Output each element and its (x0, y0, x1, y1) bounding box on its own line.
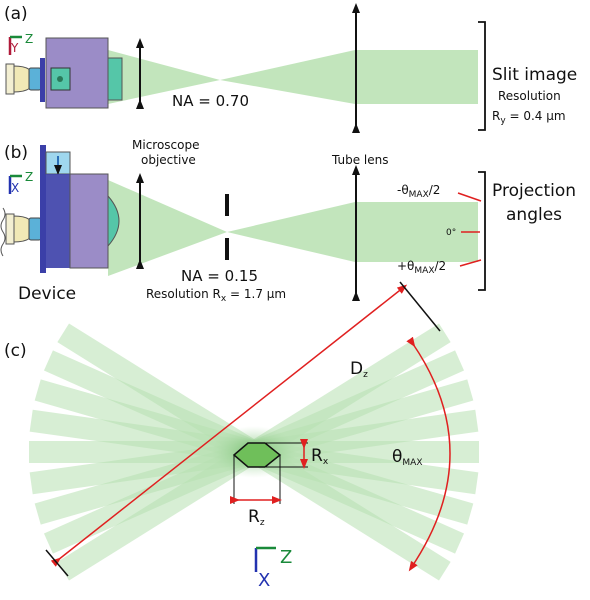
panel-b-label: (b) (4, 143, 28, 163)
resolution-rx-label: Resolution Rx = 1.7 µm (146, 287, 286, 304)
axis-z-label: Z (25, 32, 33, 46)
device-a (5, 58, 45, 102)
angle-plus-label: +θMAX/2 (397, 259, 446, 276)
axis-z-label-b: Z (25, 170, 33, 184)
resolution-ry-symbol: R (492, 109, 500, 123)
objective-housing-b (45, 151, 120, 269)
rz-symbol: R (248, 507, 260, 527)
na-label-b: NA = 0.15 (181, 267, 258, 285)
panel-b: (b) X Z -θMAX/2 (0, 143, 576, 304)
objective-label-line2: objective (141, 153, 196, 167)
resolution-ry-subscript: y (500, 116, 506, 126)
dz-symbol: D (350, 359, 363, 379)
angle-tick-minus (457, 192, 482, 202)
axis-x-label-b: X (11, 181, 19, 195)
image-bracket-b (478, 171, 486, 291)
angle-zero-label: 0° (446, 228, 456, 238)
angle-plus-suffix: /2 (435, 259, 447, 273)
dz-label: Dz (350, 359, 368, 380)
rx-label: Rx (311, 446, 329, 467)
rx-subscript: x (323, 457, 329, 467)
image-bracket-a (478, 21, 486, 131)
tube-lens-label: Tube lens (331, 153, 389, 167)
objective-housing-a (45, 37, 123, 109)
angle-minus-sub: MAX (409, 190, 429, 200)
beam-a (108, 50, 478, 104)
angle-plus-sub: MAX (414, 266, 434, 276)
device-label: Device (18, 284, 76, 304)
panel-a: (a) Y Z NA = 0.70 Microscope (4, 3, 577, 167)
axis-z-label-c: Z (280, 547, 292, 568)
resolution-ry-label: Ry = 0.4 µm (492, 109, 566, 126)
panel-a-label: (a) (4, 4, 28, 24)
theta-max-arc (406, 336, 451, 572)
objective-label-line1: Microscope (132, 138, 200, 152)
angle-minus-label: -θMAX/2 (397, 183, 440, 200)
rz-label: Rz (248, 507, 265, 528)
na-label-a: NA = 0.70 (172, 92, 249, 110)
angle-minus-suffix: /2 (429, 183, 441, 197)
projection-title-line1: Projection (492, 181, 576, 201)
angle-minus-prefix: -θ (397, 183, 409, 197)
angle-tick-plus (459, 259, 482, 267)
beam-b (108, 180, 478, 276)
angle-plus-prefix: +θ (397, 259, 414, 273)
slit-image-title: Slit image (492, 65, 577, 85)
projection-title-line2: angles (506, 205, 562, 225)
resolution-rx-value: = 1.7 µm (226, 287, 286, 301)
dz-endbar-bottom (45, 549, 69, 577)
axis-indicator-c: X Z (254, 546, 292, 591)
panel-c-label: (c) (4, 341, 27, 361)
rz-subscript: z (260, 518, 265, 528)
axis-x-label-c: X (258, 570, 270, 591)
theta-max-subscript: MAX (402, 458, 422, 468)
resolution-label-a: Resolution (498, 89, 561, 103)
panel-c: (c) Dz θMAX Rx Rz X Z (4, 281, 479, 591)
theta-max-label: θMAX (392, 447, 423, 468)
dz-endbar-top (399, 281, 441, 332)
device-b (0, 145, 46, 273)
axis-indicator-b: X Z (8, 170, 33, 195)
dz-dimension-line (50, 284, 408, 567)
axis-y-label: Y (10, 41, 19, 55)
resolution-ry-value: = 0.4 µm (506, 109, 566, 123)
dz-subscript: z (363, 370, 368, 380)
resolution-rx-prefix: Resolution R (146, 287, 221, 301)
theta-max-symbol: θ (392, 447, 402, 467)
axis-indicator-a: Y Z (8, 32, 33, 55)
rx-symbol: R (311, 446, 323, 466)
